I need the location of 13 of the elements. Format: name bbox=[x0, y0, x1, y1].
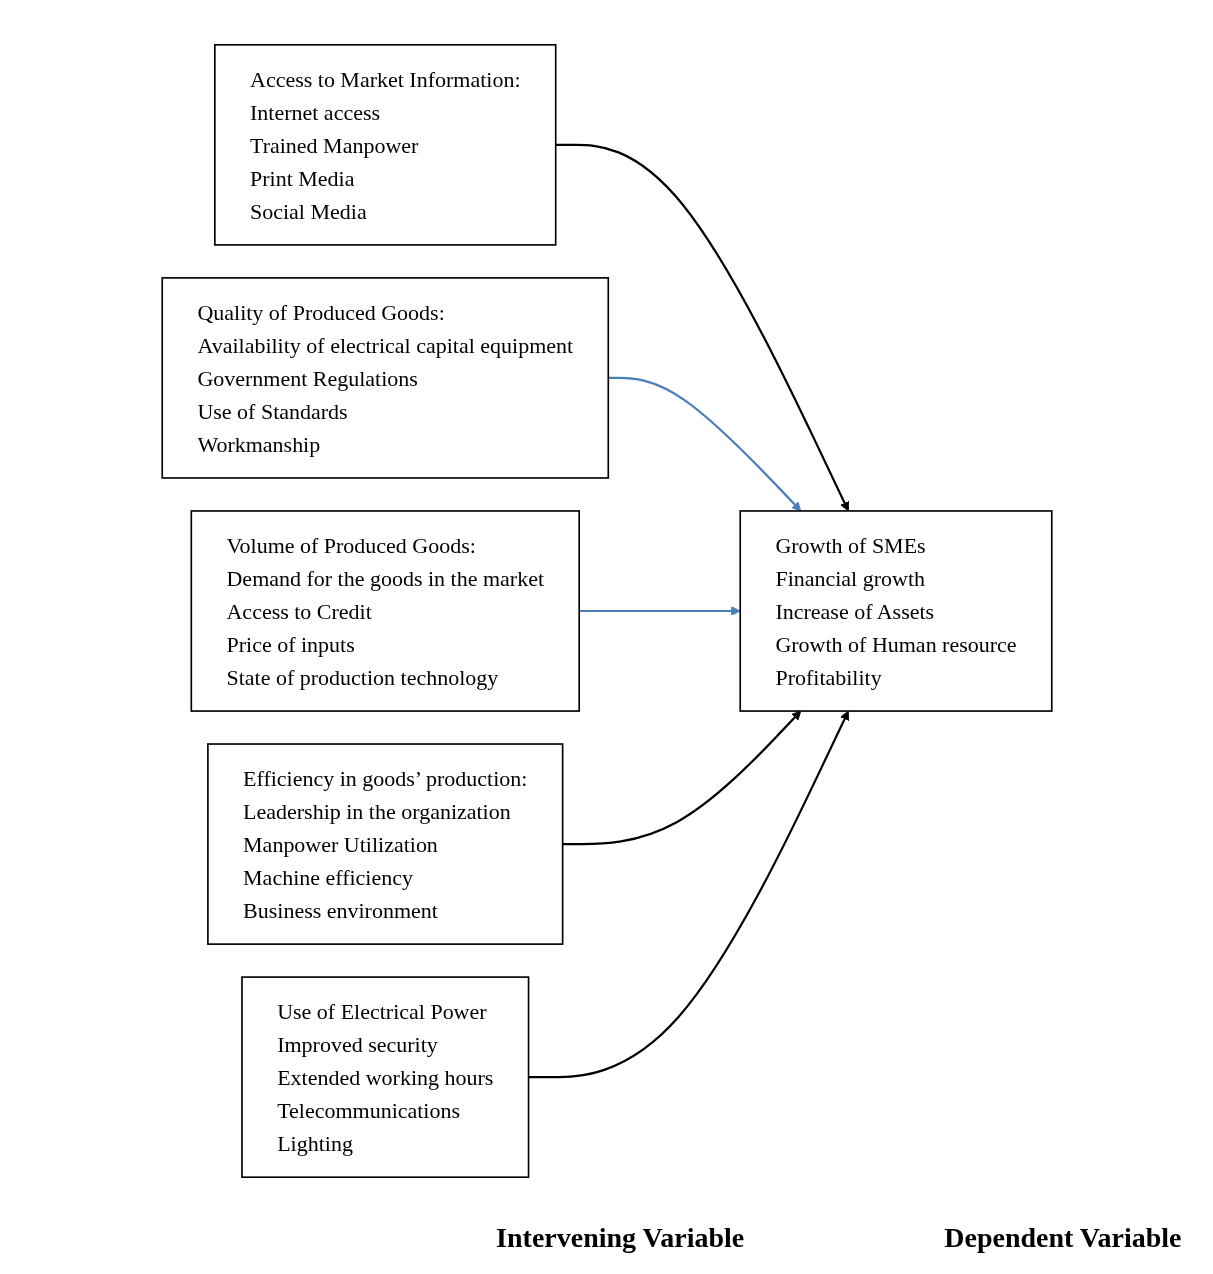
arrow bbox=[562, 710, 801, 846]
node-box bbox=[160, 277, 609, 479]
arrow bbox=[555, 143, 849, 512]
node-box bbox=[206, 743, 563, 945]
node-box bbox=[213, 43, 557, 246]
node-box bbox=[240, 976, 529, 1179]
node-box bbox=[190, 510, 580, 712]
variable-label: Dependent Variable bbox=[944, 1222, 1182, 1254]
arrow bbox=[528, 710, 849, 1079]
node-box bbox=[738, 510, 1053, 712]
arrow bbox=[607, 376, 801, 512]
diagram-drawing: Access to Market Information: Internet access Trained Manpower Print Media Social Media Quality of Produced Goods: Availability of electrical capital equipment Government Regulations Use of Standards Workmanship Volume of Produced Goods: Demand for the goods in the market Access to Credit Price of inputs State of production technology Efficiency in goods’ production: Leadership in the organization Manpower Utilization Machine efficiency Business environment Use of Electrical Power Improved security Extended working hours Telecommunications Lighting Growth of SMEs Financial growth Increase of Assets Growth of Human resource Profitability bbox=[16, 36, 1197, 1186]
variable-label: Intervening Variable bbox=[496, 1222, 745, 1254]
